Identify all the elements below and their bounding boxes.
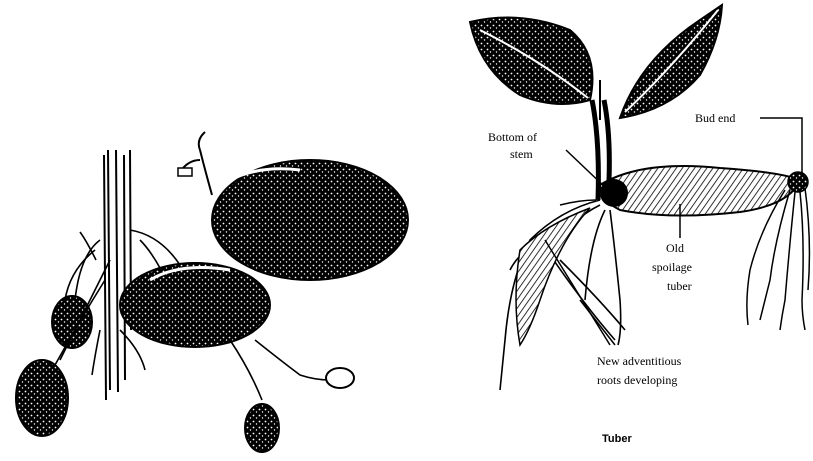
caption-tuber: Tuber (602, 433, 632, 445)
label-stem-end-line2: stem (510, 147, 533, 161)
right-sprouting-tuber: Bottom of stem Bud end Old spoilage tube… (470, 5, 809, 445)
dangling-tuber (245, 404, 279, 452)
label-old-tuber-line2: spoilage (652, 260, 692, 274)
small-tuber-lower (16, 360, 68, 436)
label-new-roots-line1: New adventitious (597, 354, 682, 368)
leaf-left (470, 18, 593, 105)
label-bud-end: Bud end (695, 111, 735, 125)
label-old-tuber-line3: tuber (667, 279, 692, 293)
middle-tuber (120, 263, 270, 347)
label-new-roots-line2: roots developing (597, 373, 677, 387)
stem-end-node (600, 179, 628, 207)
tuber-sprout (180, 132, 212, 195)
small-tuber-upper (52, 296, 92, 348)
old-tuber (600, 166, 800, 215)
label-old-tuber-line1: Old (666, 241, 684, 255)
stem-bundle (104, 150, 131, 400)
label-stem-end-line1: Bottom of (488, 130, 537, 144)
large-tuber (212, 160, 408, 280)
stolon-tip-tuber (326, 368, 354, 388)
left-potato-plant (16, 132, 408, 452)
